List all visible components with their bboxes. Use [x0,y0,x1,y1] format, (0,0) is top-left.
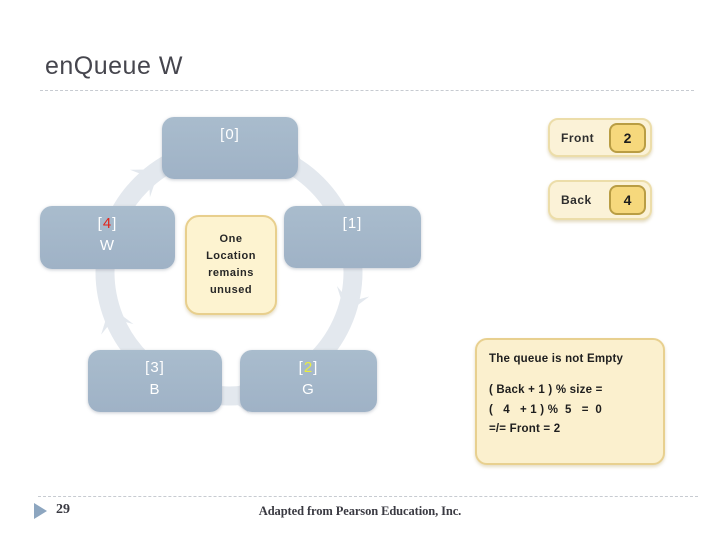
center-note: One Location remains unused [185,215,277,315]
back-value: 4 [609,185,646,215]
back-indicator: Back 4 [548,180,652,220]
front-label: Front [561,130,595,145]
back-label: Back [561,193,592,207]
status-line: =/= Front = 2 [489,423,561,436]
cell-index-label: [4] [97,215,118,232]
queue-cell-1: [1] [284,206,421,268]
status-heading: The queue is not Empty [489,353,624,365]
status-line: ( Back + 1 ) % size = [489,384,603,396]
cell-index-label: [1] [342,215,363,232]
status-line: ( 4 + 1 ) % 5 = 0 [489,403,603,416]
front-indicator: Front 2 [548,118,652,157]
cell-index-label: [3] [145,359,165,376]
center-note-text: One Location remains unused [206,232,256,297]
title-divider [40,90,694,91]
cell-value-label: W [99,237,116,254]
queue-cell-3: [3] B [88,350,222,412]
page-arrow-icon [34,503,47,519]
slide-title: enQueue W [45,52,183,80]
cycle-arrowhead-icon [129,169,160,198]
queue-cell-0: [0] [162,117,298,179]
queue-status-box: The queue is not Empty ( Back + 1 ) % si… [475,338,665,465]
cycle-arrowhead-icon [101,306,134,335]
status-calculation: ( Back + 1 ) % size = ( 4 + 1 ) % 5 = 0 … [489,381,651,440]
footer-divider [38,496,698,497]
footer-credit: Adapted from Pearson Education, Inc. [258,504,462,518]
front-value: 2 [609,122,646,153]
cell-index-label: [0] [220,126,240,143]
cell-index-label: [2] [298,359,319,376]
page-number: 29 [56,502,70,517]
cycle-arrowhead-icon [336,286,370,315]
queue-cell-2: [2] G [240,350,377,412]
cell-value-label: G [302,381,315,398]
queue-cell-4: [4] W [40,206,175,269]
cell-value-label: B [149,381,161,398]
